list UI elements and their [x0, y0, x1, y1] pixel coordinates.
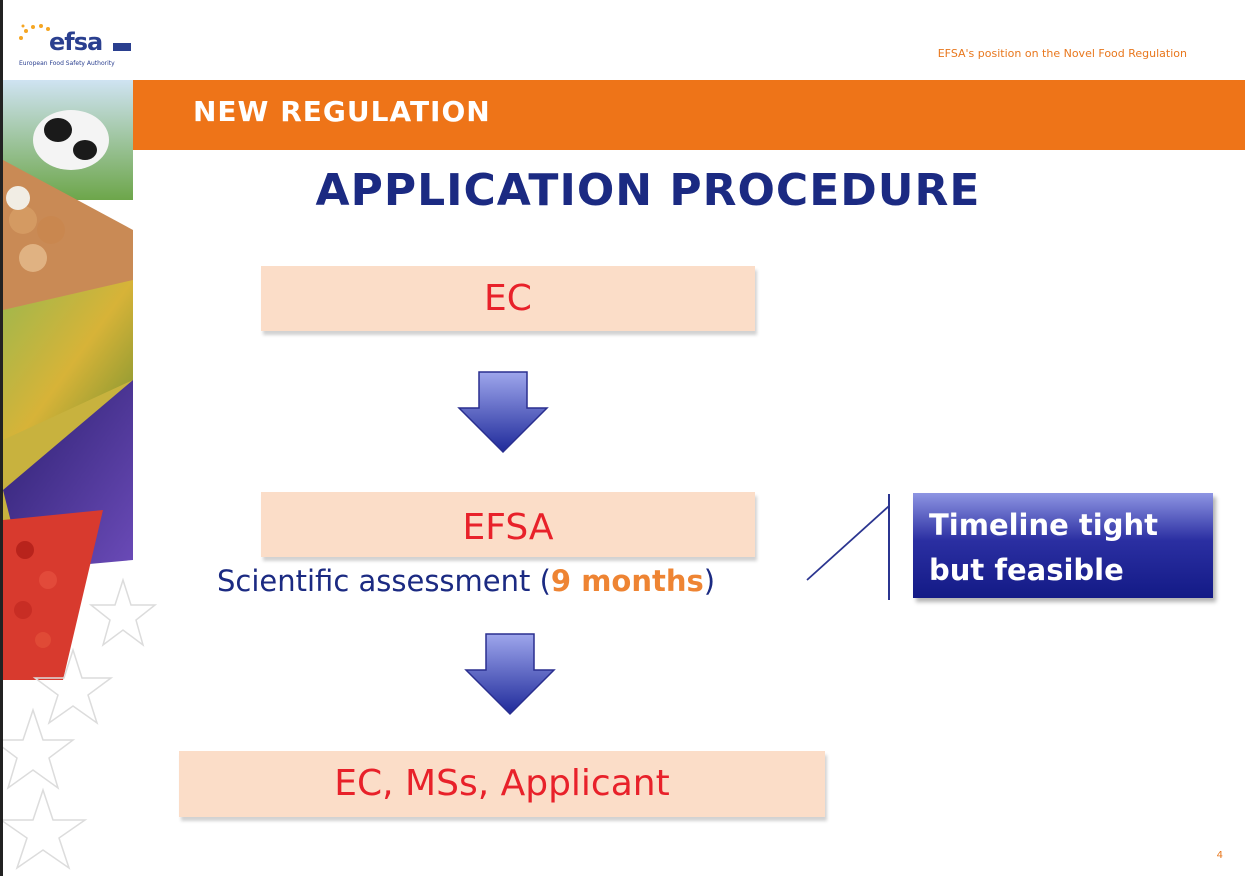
down-arrow-icon	[457, 371, 549, 454]
callout-connector-line	[806, 494, 890, 600]
eu-flag-icon	[113, 43, 131, 51]
timeline-callout: Timeline tight but feasible	[913, 493, 1213, 598]
slide-title: APPLICATION PROCEDURE	[315, 165, 981, 216]
assessment-duration: 9 months	[550, 564, 704, 598]
efsa-logo: efsa European Food Safety Authority	[17, 20, 137, 70]
logo-tagline: European Food Safety Authority	[19, 60, 115, 67]
assessment-prefix: Scientific assessment (	[217, 564, 551, 598]
assessment-suffix: )	[703, 564, 716, 598]
food-photo-strip-image	[3, 80, 133, 680]
section-banner-label: NEW REGULATION	[193, 95, 491, 128]
callout-line-1: Timeline tight	[929, 508, 1158, 542]
stars-decoration-icon	[3, 577, 158, 870]
down-arrow-icon	[464, 633, 556, 716]
document-title: EFSA's position on the Novel Food Regula…	[937, 47, 1187, 60]
logo-stars-icon	[19, 24, 50, 40]
step-recipients-box: EC, MSs, Applicant	[179, 751, 825, 817]
callout-line-2: but feasible	[929, 553, 1124, 587]
logo-wordmark: efsa	[49, 28, 103, 56]
slide-number: 4	[1216, 850, 1223, 861]
scientific-assessment-text: Scientific assessment (9 months)	[217, 564, 715, 598]
step-ec-box: EC	[261, 266, 755, 331]
step-efsa-box: EFSA	[261, 492, 755, 557]
section-banner: NEW REGULATION	[133, 80, 1245, 150]
